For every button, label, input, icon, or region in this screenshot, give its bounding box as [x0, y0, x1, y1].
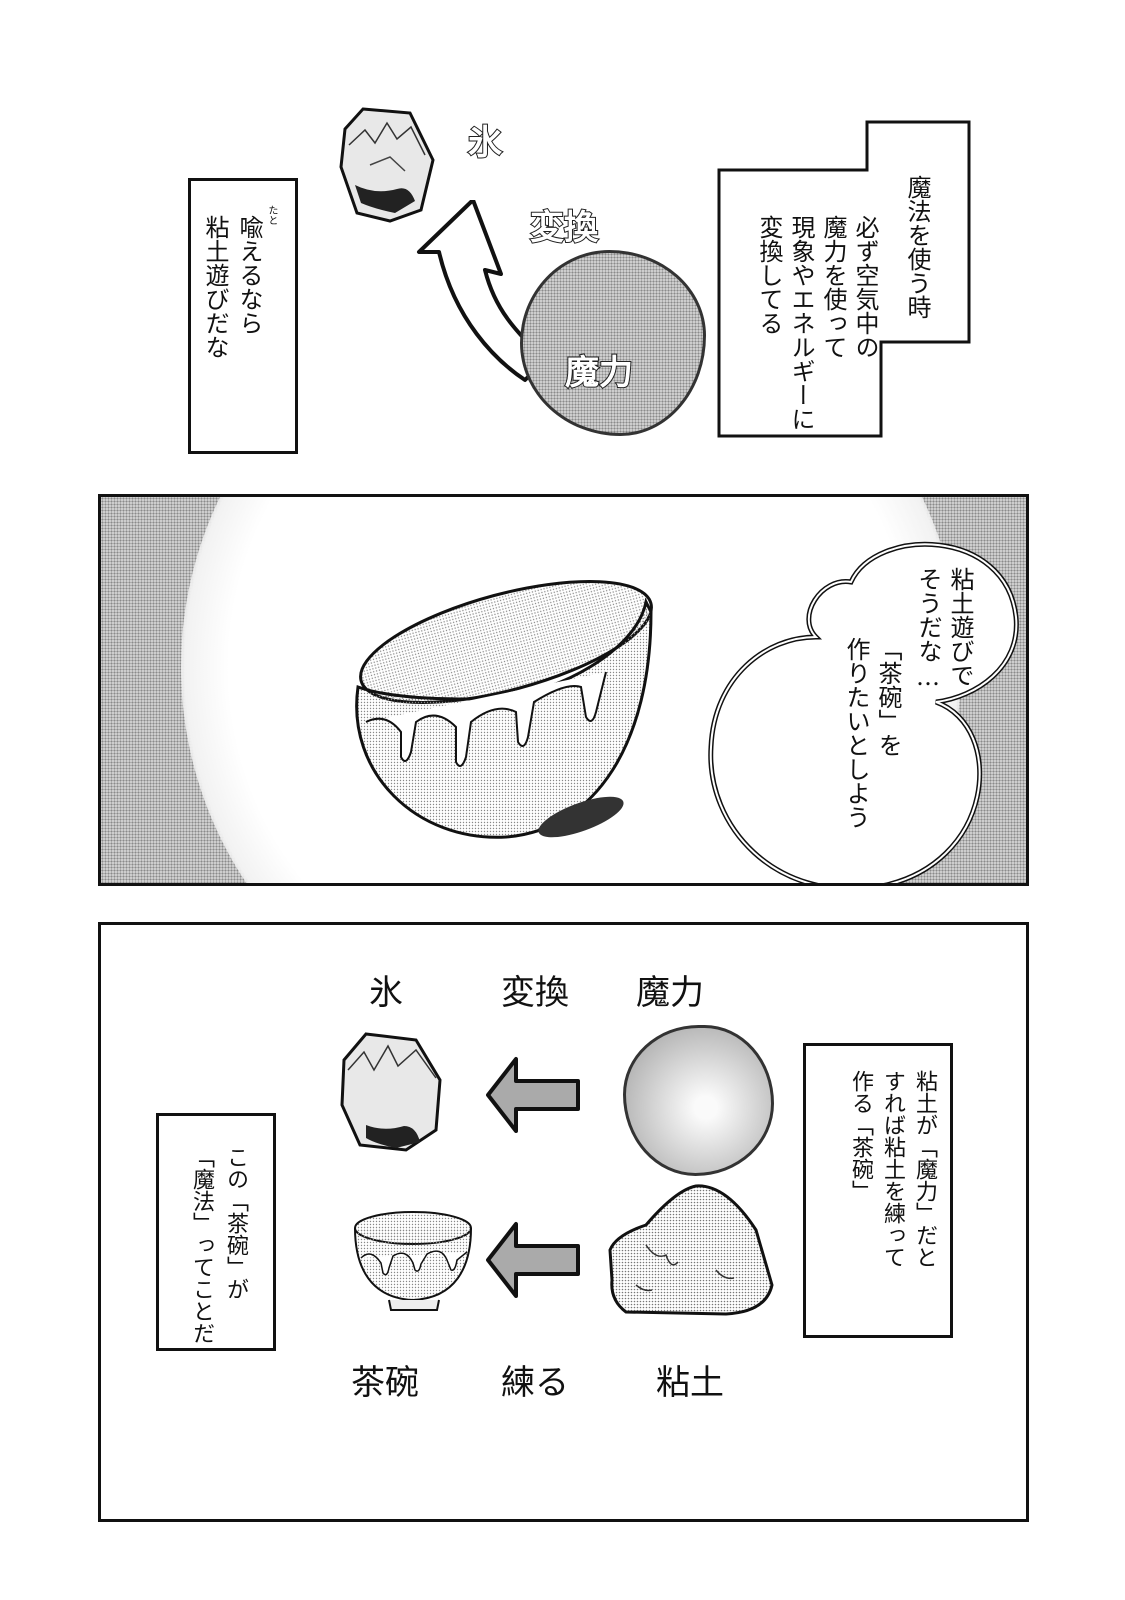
panel-3: 氷 変換 魔力 粘土が「魔力」だと すれば粘土を練って 作る「茶碗」 この「茶碗…: [98, 922, 1029, 1522]
caption-right-line4: 現象やエネルギーに: [787, 215, 815, 431]
bubble-line1: 粘土遊びで: [946, 567, 974, 687]
caption-left-line1: この「茶碗」が: [223, 1146, 248, 1300]
caption-box-left: たと 喩えるなら 粘土遊びだな: [188, 178, 298, 454]
caption-right-line3: 作る「茶碗」: [848, 1070, 873, 1202]
ice-crystal-icon: [339, 107, 435, 223]
bubble-line2: そうだな…: [914, 567, 942, 691]
mana-blob: [623, 1025, 774, 1176]
speech-bubble-frame: [708, 541, 1019, 883]
caption-right-line5: 変換してる: [755, 215, 783, 335]
caption-right-line2: すれば粘土を練って: [880, 1070, 905, 1268]
label-clay: 粘土: [656, 1363, 724, 1403]
panel-2: 粘土遊びで そうだな… 「茶碗」を 作りたいとしよう: [98, 494, 1029, 886]
label-knead: 練る: [501, 1363, 569, 1403]
curved-arrow-icon: [417, 200, 547, 382]
ice-crystal-icon: [340, 1032, 442, 1152]
sfx-ice: 氷: [467, 122, 503, 164]
sfx-mana: 魔力: [564, 352, 634, 394]
label-convert: 変換: [501, 973, 569, 1013]
left-arrow-icon: [486, 1057, 580, 1133]
label-ice: 氷: [369, 973, 403, 1013]
caption-left-line2: 粘土遊びだな: [201, 215, 229, 359]
mana-blob: [520, 250, 706, 436]
caption-left-line2: 「魔法」ってことだ: [189, 1146, 214, 1344]
tea-bowl-icon: [355, 580, 653, 839]
caption-left-line1: 喩えるなら: [235, 215, 263, 335]
left-arrow-icon: [486, 1222, 580, 1298]
ruby-tato: たと: [266, 205, 277, 225]
caption-right-line1: 粘土が「魔力」だと: [912, 1070, 937, 1268]
label-bowl: 茶碗: [351, 1363, 419, 1403]
sfx-convert: 変換: [529, 207, 599, 249]
caption-box-right-frame: [717, 120, 971, 438]
caption-right-line3: 魔力を使って: [819, 215, 847, 359]
clay-lump-icon: [608, 1184, 774, 1316]
caption-box-right: 粘土が「魔力」だと すれば粘土を練って 作る「茶碗」: [803, 1043, 953, 1338]
panel-1: 氷 変換 魔力 たと 喩えるなら 粘土遊びだな 魔法を使う時 必ず空気中の 魔力…: [100, 60, 1025, 480]
caption-box-left: この「茶碗」が 「魔法」ってことだ: [156, 1113, 276, 1351]
bubble-line3: 「茶碗」を: [874, 637, 902, 757]
label-mana: 魔力: [636, 973, 704, 1013]
tea-bowl-icon: [354, 1211, 472, 1311]
bubble-line4: 作りたいとしよう: [842, 637, 870, 829]
caption-right-line2: 必ず空気中の: [851, 215, 879, 359]
caption-right-line1: 魔法を使う時: [903, 175, 931, 319]
